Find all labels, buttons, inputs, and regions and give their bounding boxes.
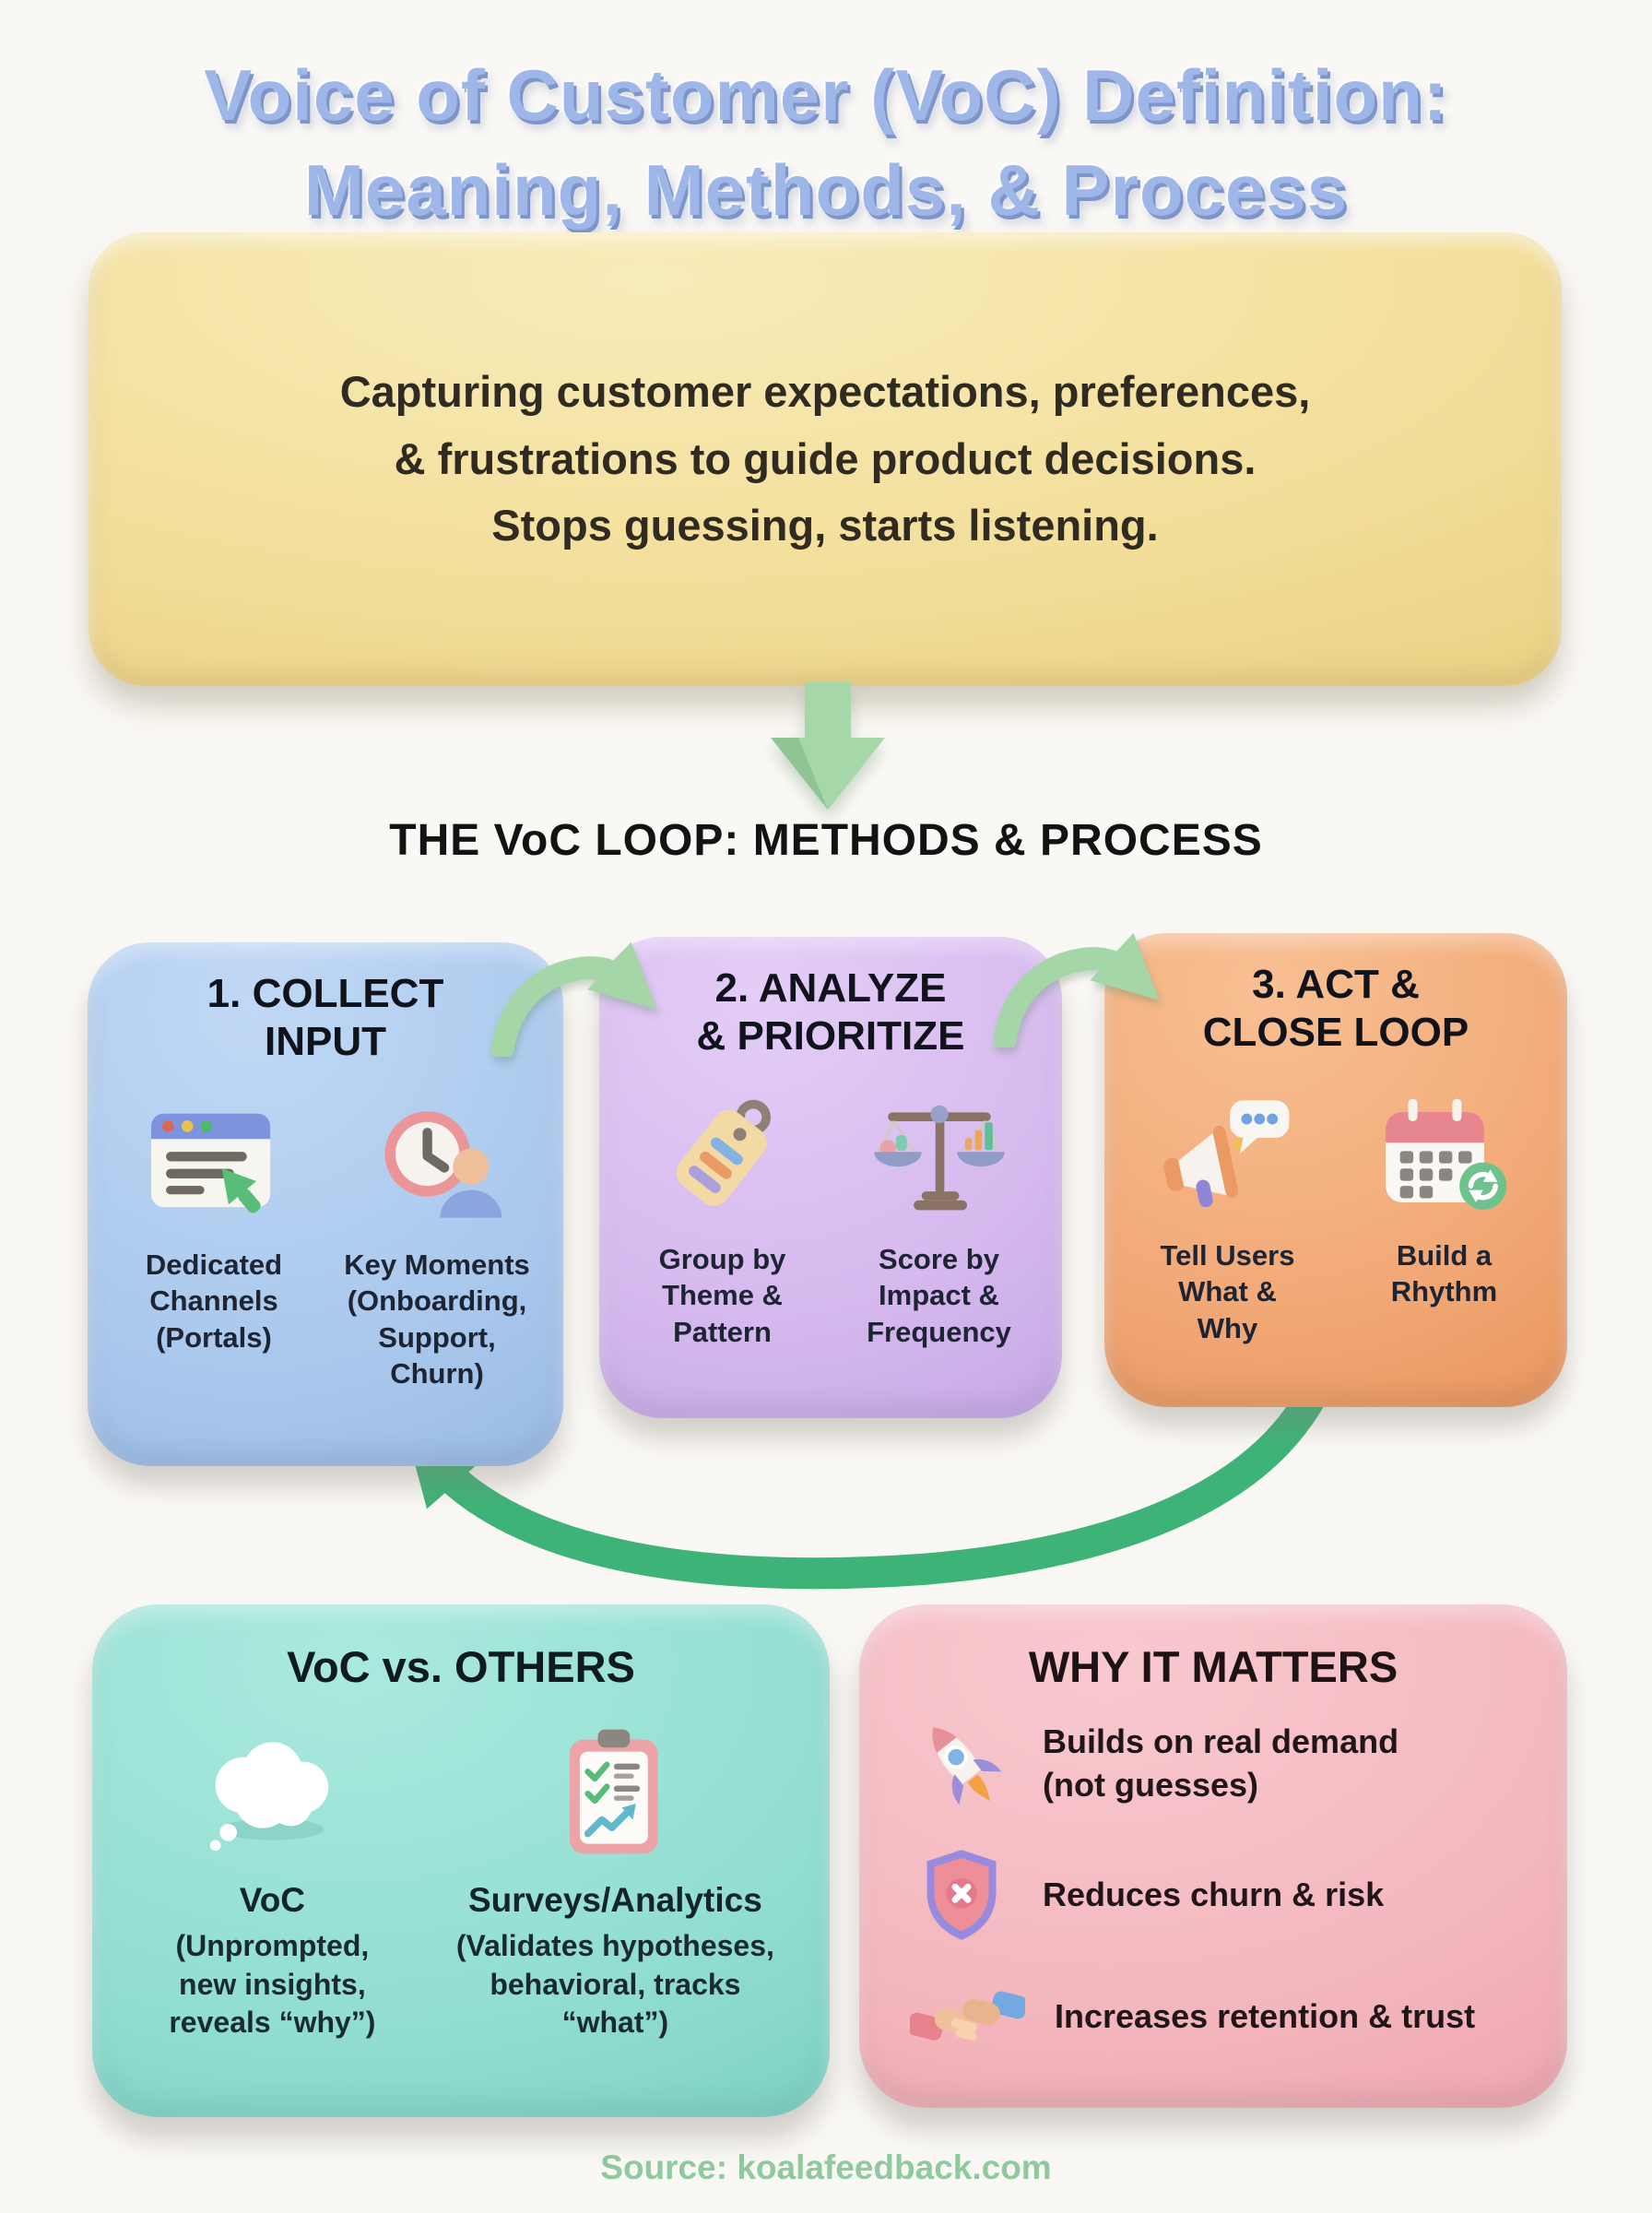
arrow-step2-to-step3 bbox=[993, 932, 1160, 1047]
shield-x-icon bbox=[910, 1845, 1013, 1946]
page-title-line2: Meaning, Methods, & Process bbox=[303, 148, 1349, 231]
thought-cloud-icon bbox=[192, 1701, 353, 1881]
calendar-refresh-icon bbox=[1377, 1075, 1511, 1230]
step1-title: 1. COLLECT INPUT bbox=[206, 971, 444, 1064]
definition-box: Capturing customer expectations, prefere… bbox=[88, 232, 1562, 686]
column-voc: VoC (Unprompted, new insights, reveals “… bbox=[118, 1701, 427, 2042]
browser-window-icon bbox=[145, 1084, 283, 1239]
voc-vs-others-box: VoC vs. OTHERS VoC (Unprompt bbox=[92, 1604, 830, 2117]
why-it-matters-box: WHY IT MATTERS Builds on bbox=[859, 1604, 1567, 2108]
step3-item-tell-users: Tell Users What & Why bbox=[1119, 1075, 1336, 1346]
step3-label-tell-users: Tell Users What & Why bbox=[1160, 1238, 1295, 1344]
benefit-reduces-churn: Reduces churn & risk bbox=[910, 1845, 1516, 1946]
voc-column-heading: VoC bbox=[239, 1881, 306, 1919]
balance-scale-icon bbox=[870, 1079, 1009, 1234]
page-title: Voice of Customer (VoC) Definition: Mean… bbox=[0, 48, 1652, 238]
voc-column-desc: (Unprompted, new insights, reveals “why”… bbox=[169, 1929, 376, 2040]
step-collect-input: 1. COLLECT INPUT bbox=[88, 942, 563, 1466]
step2-title: 2. ANALYZE & PRIORITIZE bbox=[696, 965, 965, 1059]
surveys-column-desc: (Validates hypotheses, behavioral, track… bbox=[455, 1929, 774, 2040]
rocket-icon bbox=[910, 1712, 1013, 1816]
step3-title: 3. ACT & CLOSE LOOP bbox=[1202, 962, 1469, 1055]
clipboard-checklist-icon bbox=[558, 1701, 673, 1881]
column-surveys-analytics: Surveys/Analytics (Validates hypotheses,… bbox=[427, 1701, 804, 2042]
source-credit: Source: koalafeedback.com bbox=[600, 2148, 1052, 2186]
benefit-retention-trust: Increases retention & trust bbox=[910, 1975, 1516, 2058]
step1-item-dedicated-channels: Dedicated Channels (Portals) bbox=[102, 1084, 325, 1391]
tag-icon bbox=[658, 1079, 787, 1234]
voc-vs-others-title: VoC vs. OTHERS bbox=[287, 1642, 635, 1691]
voc-vs-others-columns: VoC (Unprompted, new insights, reveals “… bbox=[92, 1701, 830, 2042]
step1-item-key-moments: Key Moments (Onboarding, Support, Churn) bbox=[325, 1084, 549, 1391]
step2-label-score-by-impact: Score by Impact & Frequency bbox=[867, 1242, 1011, 1348]
definition-text: Capturing customer expectations, prefere… bbox=[339, 366, 1311, 550]
step2-item-score-by-impact: Score by Impact & Frequency bbox=[831, 1079, 1047, 1350]
why-it-matters-title: WHY IT MATTERS bbox=[1028, 1642, 1398, 1691]
down-arrow-icon bbox=[771, 682, 885, 810]
why-it-matters-list: Builds on real demand (not guesses) Redu… bbox=[859, 1712, 1567, 2058]
arrow-step1-to-step2 bbox=[490, 941, 657, 1057]
megaphone-icon bbox=[1159, 1075, 1297, 1230]
benefit-reduces-churn-text: Reduces churn & risk bbox=[1043, 1876, 1385, 1914]
step2-items: Group by Theme & Pattern bbox=[599, 1079, 1062, 1350]
step1-items: Dedicated Channels (Portals) Key Moments… bbox=[88, 1084, 563, 1391]
loop-heading: THE VoC LOOP: METHODS & PROCESS bbox=[389, 816, 1263, 865]
step3-items: Tell Users What & Why bbox=[1104, 1075, 1567, 1346]
step2-label-group-by-theme: Group by Theme & Pattern bbox=[658, 1242, 786, 1348]
step3-item-build-rhythm: Build a Rhythm bbox=[1336, 1075, 1552, 1346]
benefit-real-demand: Builds on real demand (not guesses) bbox=[910, 1712, 1516, 1816]
step1-label-key-moments: Key Moments (Onboarding, Support, Churn) bbox=[344, 1248, 530, 1390]
benefit-retention-trust-text: Increases retention & trust bbox=[1055, 1996, 1476, 2035]
surveys-column-heading: Surveys/Analytics bbox=[467, 1881, 762, 1919]
step2-item-group-by-theme: Group by Theme & Pattern bbox=[614, 1079, 831, 1350]
benefit-real-demand-text: Builds on real demand (not guesses) bbox=[1043, 1722, 1399, 1804]
step1-label-dedicated-channels: Dedicated Channels (Portals) bbox=[145, 1248, 283, 1354]
page-title-line1: Voice of Customer (VoC) Definition: bbox=[204, 54, 1448, 136]
handshake-icon bbox=[910, 1975, 1025, 2058]
step3-label-build-rhythm: Build a Rhythm bbox=[1390, 1238, 1498, 1308]
clock-user-icon bbox=[368, 1084, 506, 1239]
